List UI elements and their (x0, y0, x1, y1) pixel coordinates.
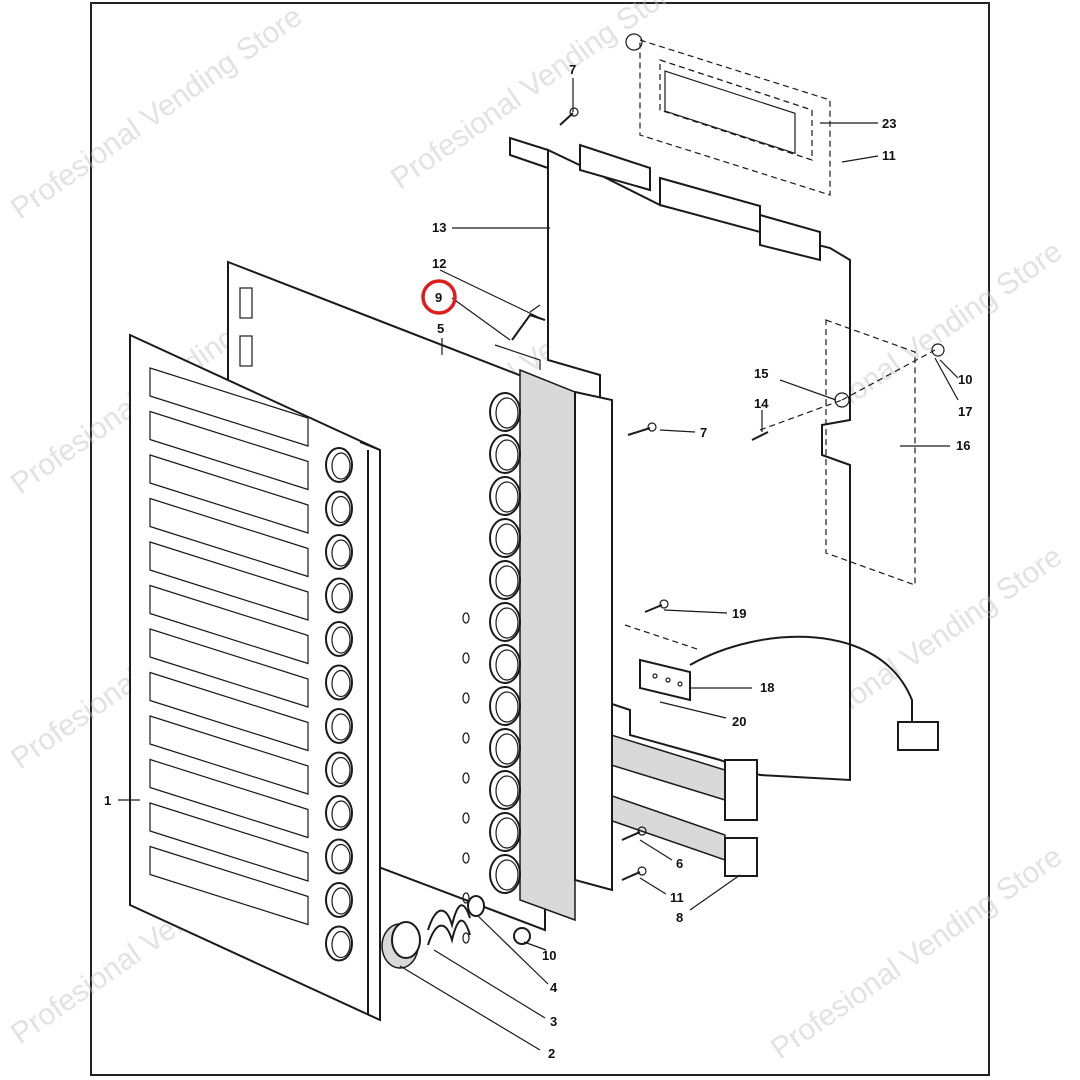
selection-button (325, 838, 353, 875)
callout-11b: 11 (670, 890, 684, 905)
keypad-button-inner (495, 481, 519, 513)
callout-5: 5 (437, 321, 444, 336)
keypad-button-inner (495, 775, 519, 807)
leader-lines (118, 78, 959, 1051)
label-slot (149, 367, 309, 447)
callout-labels: 1 2 3 4 5 6 7 7 8 9 10 10 11 11 12 13 14… (104, 62, 972, 1061)
callout-14: 14 (754, 396, 769, 411)
label-slot (149, 628, 309, 708)
selection-button-inner (331, 843, 351, 872)
selection-button-inner (331, 495, 351, 524)
label-slot (149, 454, 309, 534)
main-board-13 (509, 136, 851, 782)
callout-20: 20 (732, 714, 746, 729)
selection-button (325, 490, 353, 527)
callout-15: 15 (754, 366, 768, 381)
keypad-button-inner (495, 439, 519, 471)
selection-button (325, 577, 353, 614)
mount-hole (462, 852, 470, 864)
callout-1: 1 (104, 793, 111, 808)
label-slot (149, 497, 309, 578)
callout-6: 6 (676, 856, 683, 871)
button-assembly (381, 895, 531, 969)
selection-button (325, 795, 353, 831)
mount-hole (462, 892, 470, 904)
label-slot (149, 758, 309, 839)
selection-button-inner (331, 713, 351, 741)
label-slot (149, 671, 309, 752)
callout-3: 3 (550, 1014, 557, 1029)
mount-hole (462, 932, 470, 944)
mount-hole (462, 652, 470, 664)
highlight-circle (421, 279, 457, 315)
screws (559, 107, 769, 881)
callout-12: 12 (432, 256, 446, 271)
keypad-button-inner (495, 649, 519, 681)
callout-23: 23 (882, 116, 896, 131)
callout-18: 18 (760, 680, 774, 695)
selection-button-inner (331, 800, 351, 828)
label-slot (149, 715, 309, 795)
front-panel-1 (129, 333, 381, 1022)
callout-11a: 11 (882, 148, 896, 163)
screw-12 (494, 304, 546, 370)
keypad-button-inner (495, 691, 519, 723)
mount-hole (462, 812, 470, 824)
callout-19: 19 (732, 606, 746, 621)
callout-10b: 10 (542, 948, 556, 963)
callout-17: 17 (958, 404, 972, 419)
label-slot (149, 802, 309, 882)
keypad-button-inner (495, 733, 519, 765)
callout-8: 8 (676, 910, 683, 925)
selection-button (325, 664, 353, 701)
keypad-button-inner (495, 523, 519, 555)
callout-16: 16 (956, 438, 970, 453)
callout-2: 2 (548, 1046, 555, 1061)
keypad-button-inner (495, 817, 519, 849)
selection-button (325, 882, 353, 918)
label-slot (149, 584, 309, 665)
selection-button-inner (331, 756, 351, 785)
label-slot (149, 541, 309, 621)
keypad-button-inner (495, 565, 519, 597)
selection-button-inner (331, 669, 351, 698)
callout-10a: 10 (958, 372, 972, 387)
selection-button (325, 447, 353, 483)
mount-hole (462, 692, 470, 704)
mount-hole (462, 732, 470, 744)
connector-18 (639, 635, 939, 751)
label-slots (149, 367, 309, 926)
selection-button-inner (331, 626, 351, 654)
selection-button-inner (331, 452, 351, 480)
display-module-23 (625, 33, 831, 196)
selection-button (325, 751, 353, 788)
selection-button-inner (331, 887, 351, 915)
keypad-buttons (462, 392, 521, 944)
label-slot (149, 845, 309, 926)
callout-7b: 7 (700, 425, 707, 440)
keypad-button-inner (495, 397, 519, 429)
callout-9: 9 (435, 290, 442, 305)
label-slot (149, 410, 309, 491)
selection-button-inner (331, 930, 351, 959)
watermark-text: Profesional Vending Store (765, 840, 1068, 1066)
callout-4: 4 (550, 980, 558, 995)
keypad-button-inner (495, 607, 519, 639)
selection-button-inner (331, 582, 351, 611)
callout-7a: 7 (569, 62, 576, 77)
watermark-text: Profesional Vending Store (5, 0, 308, 226)
keypad-button-inner (495, 859, 519, 891)
selection-button (325, 534, 353, 570)
selection-button (325, 621, 353, 657)
mount-hole (462, 772, 470, 784)
mount-hole (462, 612, 470, 624)
selection-button-inner (331, 539, 351, 567)
callout-13: 13 (432, 220, 446, 235)
selection-button (325, 925, 353, 962)
selection-buttons (325, 447, 353, 962)
selection-button (325, 708, 353, 744)
ribbon-cable-8 (594, 728, 758, 877)
